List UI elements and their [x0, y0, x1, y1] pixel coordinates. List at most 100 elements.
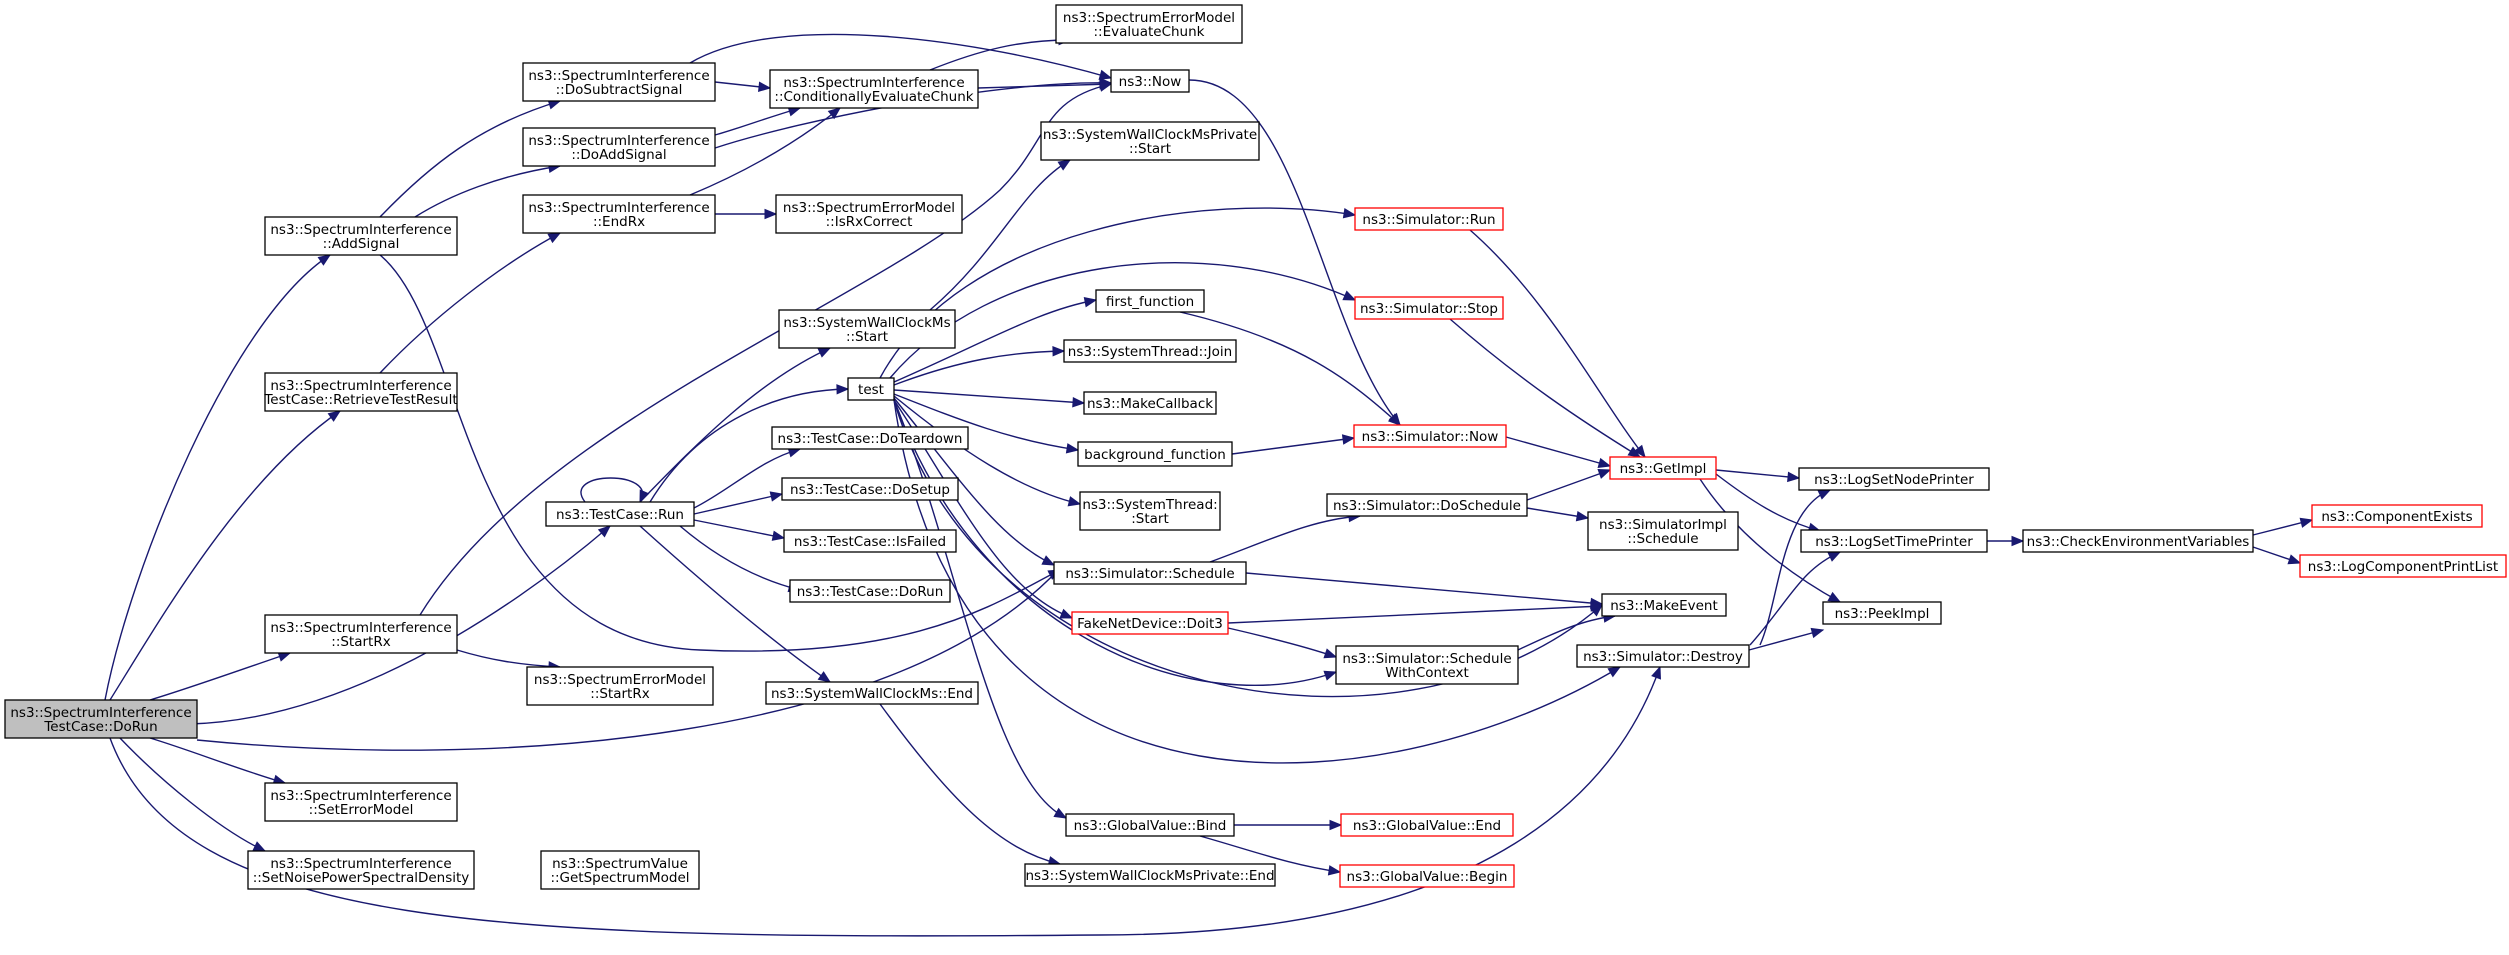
node-getimpl[interactable]: ns3::GetImpl	[1609, 456, 1717, 480]
node-endrx[interactable]: ns3::SpectrumInterference::EndRx	[522, 194, 716, 234]
node-box	[540, 850, 700, 890]
node-errstartrx[interactable]: ns3::SpectrumErrorModel::StartRx	[526, 666, 714, 706]
node-label: ::DoSubtractSignal	[556, 82, 683, 98]
node-simnow[interactable]: ns3::Simulator::Now	[1353, 424, 1507, 448]
edge-condeval-to-evalchunk	[929, 39, 1071, 71]
node-label: ns3::SpectrumInterference	[270, 378, 451, 394]
edge-startrx-to-errstartrx	[456, 649, 561, 668]
node-tcrun[interactable]: ns3::TestCase::Run	[545, 501, 695, 527]
node-logtime[interactable]: ns3::LogSetTimePrinter	[1800, 529, 1988, 553]
arrowhead-icon	[1341, 434, 1356, 445]
node-test[interactable]: test	[847, 377, 895, 401]
node-evalchunk[interactable]: ns3::SpectrumErrorModel::EvaluateChunk	[1055, 4, 1243, 44]
node-setnoise[interactable]: ns3::SpectrumInterference::SetNoisePower…	[247, 850, 475, 890]
node-label: ns3::Simulator::Now	[1362, 429, 1499, 445]
node-box	[1063, 339, 1237, 363]
edge-firstfn-to-simnow	[1179, 311, 1401, 426]
node-checkenv[interactable]: ns3::CheckEnvironmentVariables	[2022, 529, 2254, 553]
node-dosched[interactable]: ns3::Simulator::DoSchedule	[1326, 493, 1528, 517]
node-simstop[interactable]: ns3::Simulator::Stop	[1354, 296, 1504, 320]
arrowhead-icon	[1057, 159, 1072, 171]
node-box	[522, 194, 716, 234]
node-box	[1609, 456, 1717, 480]
edge-swcend-to-swcpend	[879, 703, 1061, 865]
node-ststart[interactable]: ns3::SystemThread::Start	[1079, 491, 1221, 531]
node-box	[775, 194, 963, 234]
node-simrun[interactable]: ns3::Simulator::Run	[1354, 207, 1504, 231]
node-gvbegin[interactable]: ns3::GlobalValue::Begin	[1339, 864, 1515, 888]
node-now[interactable]: ns3::Now	[1110, 69, 1190, 93]
node-swcend[interactable]: ns3::SystemWallClockMs::End	[765, 681, 979, 705]
node-doadd[interactable]: ns3::SpectrumInterference::DoAddSignal	[522, 127, 716, 167]
edge-doit3-to-makeevent	[1227, 605, 1603, 624]
node-box	[778, 309, 956, 349]
node-isfailed[interactable]: ns3::TestCase::IsFailed	[783, 529, 957, 553]
node-retrieve[interactable]: ns3::SpectrumInterferenceTestCase::Retri…	[263, 372, 458, 412]
edge-gvbind-to-gvbegin	[1199, 835, 1341, 873]
edge-test-to-stjoin	[893, 350, 1065, 386]
node-seterrormodel[interactable]: ns3::SpectrumInterference::SetErrorModel	[264, 782, 458, 822]
node-label: ::Schedule	[1627, 531, 1698, 547]
node-compexists[interactable]: ns3::ComponentExists	[2311, 504, 2483, 528]
node-destroy[interactable]: ns3::Simulator::Destroy	[1576, 644, 1750, 668]
node-box	[1576, 644, 1750, 668]
node-box	[247, 850, 475, 890]
node-box	[1024, 863, 1276, 887]
arrowhead-icon	[1329, 819, 1343, 831]
arrowhead-icon	[252, 841, 267, 852]
node-box	[1601, 593, 1727, 617]
node-isrxcorrect[interactable]: ns3::SpectrumErrorModel::IsRxCorrect	[775, 194, 963, 234]
node-label: ns3::Simulator::DoSchedule	[1333, 498, 1521, 514]
node-addsignal[interactable]: ns3::SpectrumInterference::AddSignal	[264, 216, 458, 256]
node-stjoin[interactable]: ns3::SystemThread::Join	[1063, 339, 1237, 363]
arrowhead-icon	[2299, 517, 2314, 528]
node-bgfn[interactable]: background_function	[1077, 441, 1233, 467]
node-box	[1053, 561, 1247, 585]
node-startrx[interactable]: ns3::SpectrumInterference::StartRx	[264, 614, 458, 654]
arrowhead-icon	[1053, 807, 1068, 819]
node-lognode[interactable]: ns3::LogSetNodePrinter	[1798, 467, 1990, 491]
node-dosubtract[interactable]: ns3::SpectrumInterference::DoSubtractSig…	[522, 62, 716, 102]
node-label: ns3::Simulator::Schedule	[1065, 566, 1234, 582]
node-label: ns3::GetImpl	[1620, 461, 1707, 477]
node-swcstart[interactable]: ns3::SystemWallClockMs::Start	[778, 309, 956, 349]
node-simschedule[interactable]: ns3::Simulator::Schedule	[1053, 561, 1247, 585]
arrowhead-icon	[1072, 396, 1086, 408]
edge-root-to-tcrun	[189, 525, 611, 725]
node-label: ns3::SpectrumInterference	[528, 133, 709, 149]
node-firstfn[interactable]: first_function	[1095, 289, 1205, 313]
node-logcomplist[interactable]: ns3::LogComponentPrintList	[2299, 554, 2507, 578]
node-box	[783, 529, 957, 553]
node-label: ns3::SpectrumInterference	[270, 222, 451, 238]
node-makecallback[interactable]: ns3::MakeCallback	[1083, 391, 1217, 415]
arrowhead-icon	[2287, 554, 2302, 565]
node-getspectrummodel[interactable]: ns3::SpectrumValue::GetSpectrumModel	[540, 850, 700, 890]
node-box	[1077, 441, 1233, 467]
node-gvend[interactable]: ns3::GlobalValue::End	[1340, 813, 1514, 837]
node-swcpend[interactable]: ns3::SystemWallClockMsPrivate::End	[1024, 863, 1276, 887]
node-gvbind[interactable]: ns3::GlobalValue::Bind	[1065, 813, 1235, 837]
node-peekimpl[interactable]: ns3::PeekImpl	[1822, 601, 1942, 625]
node-makeevent[interactable]: ns3::MakeEvent	[1601, 593, 1727, 617]
node-box	[264, 614, 458, 654]
edge-test-to-makecallback	[893, 389, 1085, 404]
node-box	[1055, 4, 1243, 44]
node-label: ns3::SystemWallClockMs	[783, 315, 950, 331]
node-condeval[interactable]: ns3::SpectrumInterference::Conditionally…	[769, 69, 979, 109]
arrowhead-icon	[1787, 471, 1801, 483]
node-tcdorun[interactable]: ns3::TestCase::DoRun	[789, 579, 951, 603]
node-box	[1800, 529, 1988, 553]
arrowhead-icon	[597, 525, 612, 538]
node-simimplsched[interactable]: ns3::SimulatorImpl::Schedule	[1587, 511, 1739, 551]
node-dosetup[interactable]: ns3::TestCase::DoSetup	[781, 477, 959, 501]
node-doteardown[interactable]: ns3::TestCase::DoTeardown	[771, 426, 969, 450]
node-doit3[interactable]: FakeNetDevice::Doit3	[1071, 611, 1229, 635]
arrowhead-icon	[1633, 444, 1646, 459]
arrowhead-icon	[817, 347, 832, 358]
edge-dosched-to-getimpl	[1526, 469, 1611, 501]
edge-simstop-to-getimpl	[1449, 318, 1641, 458]
node-box	[545, 501, 695, 527]
node-swcpstart[interactable]: ns3::SystemWallClockMsPrivate::Start	[1040, 121, 1260, 161]
